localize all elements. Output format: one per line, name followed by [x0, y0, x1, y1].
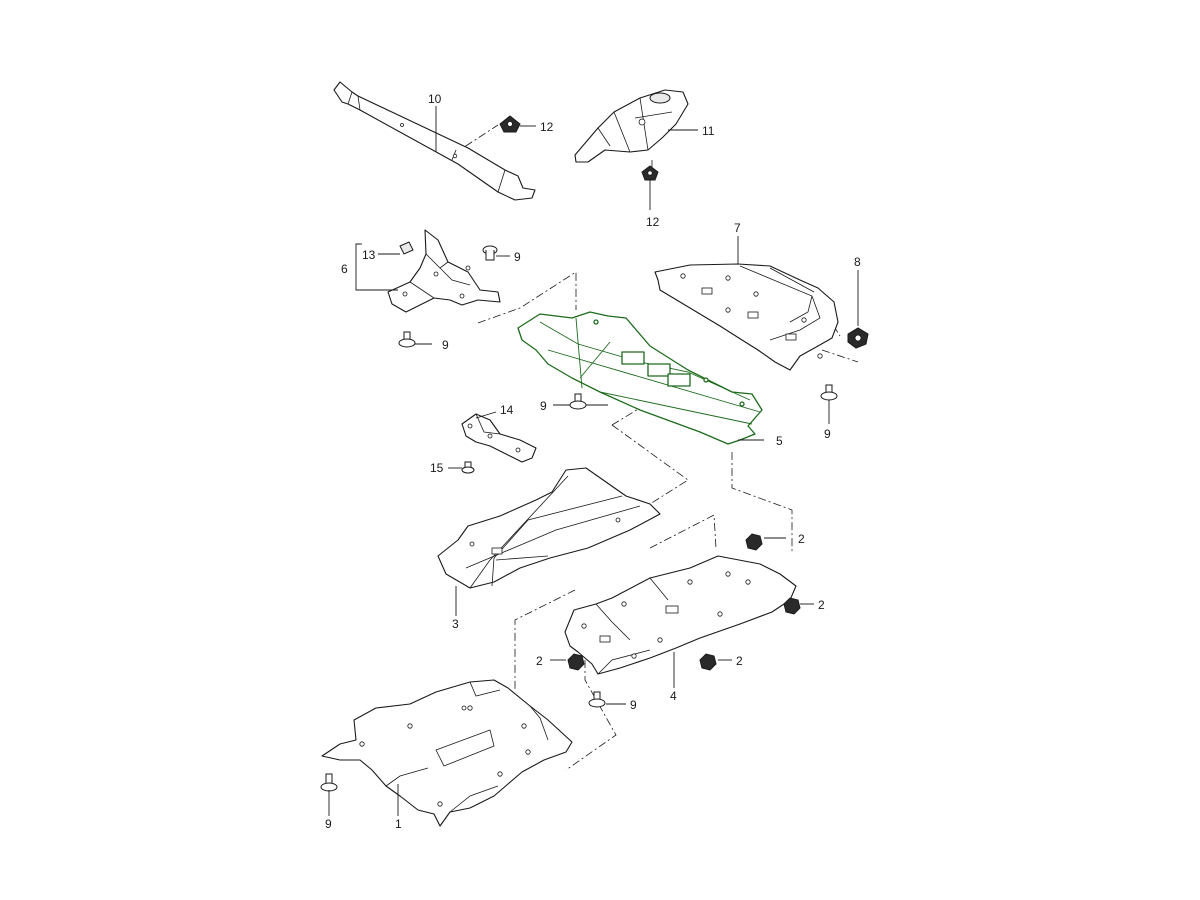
callout-12-lower: 12	[646, 215, 660, 229]
fastener-9-panel4	[588, 691, 606, 708]
callout-7: 7	[734, 221, 741, 235]
callout-6: 6	[341, 262, 348, 276]
callout-12-top: 12	[540, 120, 554, 134]
callout-4: 4	[670, 689, 677, 703]
fastener-9-bracket-bottom	[398, 331, 416, 348]
fastener-12-lower	[641, 165, 659, 181]
callout-9-rear: 9	[824, 427, 831, 441]
callout-10: 10	[428, 92, 442, 106]
callout-3: 3	[452, 617, 459, 631]
fastener-12-top	[499, 115, 521, 133]
fastener-9-center	[569, 393, 587, 410]
callout-2-d: 2	[736, 654, 743, 668]
part-6-bracket	[387, 229, 501, 313]
callout-5: 5	[776, 434, 783, 448]
part-11-mount-bracket	[574, 89, 689, 163]
part-7-rear-panel	[654, 263, 839, 371]
part-8-nut	[847, 327, 869, 349]
part-5-center-cover	[517, 311, 763, 445]
callout-2-b: 2	[818, 598, 825, 612]
callout-14: 14	[500, 403, 514, 417]
callout-9-center: 9	[540, 399, 547, 413]
part-13-clip	[399, 241, 414, 255]
callout-2-a: 2	[798, 532, 805, 546]
callout-8: 8	[854, 255, 861, 269]
part-14-small-bracket	[461, 413, 537, 463]
part-1-front-shield	[321, 679, 573, 827]
fastener-9-front	[320, 773, 338, 792]
fastener-2-a	[745, 533, 763, 551]
fastener-2-b	[783, 597, 801, 615]
fastener-2-d	[699, 653, 717, 671]
fastener-2-c	[567, 653, 585, 671]
callout-9-bracket-bottom: 9	[442, 338, 449, 352]
callout-13: 13	[362, 248, 376, 262]
part-4-underbody-panel	[564, 555, 797, 675]
callout-15: 15	[430, 461, 444, 475]
callout-9-panel4: 9	[630, 698, 637, 712]
callout-11: 11	[702, 124, 715, 138]
part-3-middle-tray	[437, 467, 661, 589]
fastener-9-rear	[820, 384, 838, 401]
callout-labels: 10 12 11 12 13 9 6 7 8 9 9 9 14 5 15 2 2…	[325, 92, 861, 831]
callout-9-front: 9	[325, 817, 332, 831]
callout-1: 1	[395, 817, 402, 831]
callout-9-bracket-top: 9	[514, 250, 521, 264]
fastener-15	[461, 461, 475, 474]
leader-lines	[328, 106, 859, 816]
fastener-9-bracket-top	[482, 245, 498, 261]
callout-2-c: 2	[536, 654, 543, 668]
part-10-cross-member	[333, 81, 536, 201]
